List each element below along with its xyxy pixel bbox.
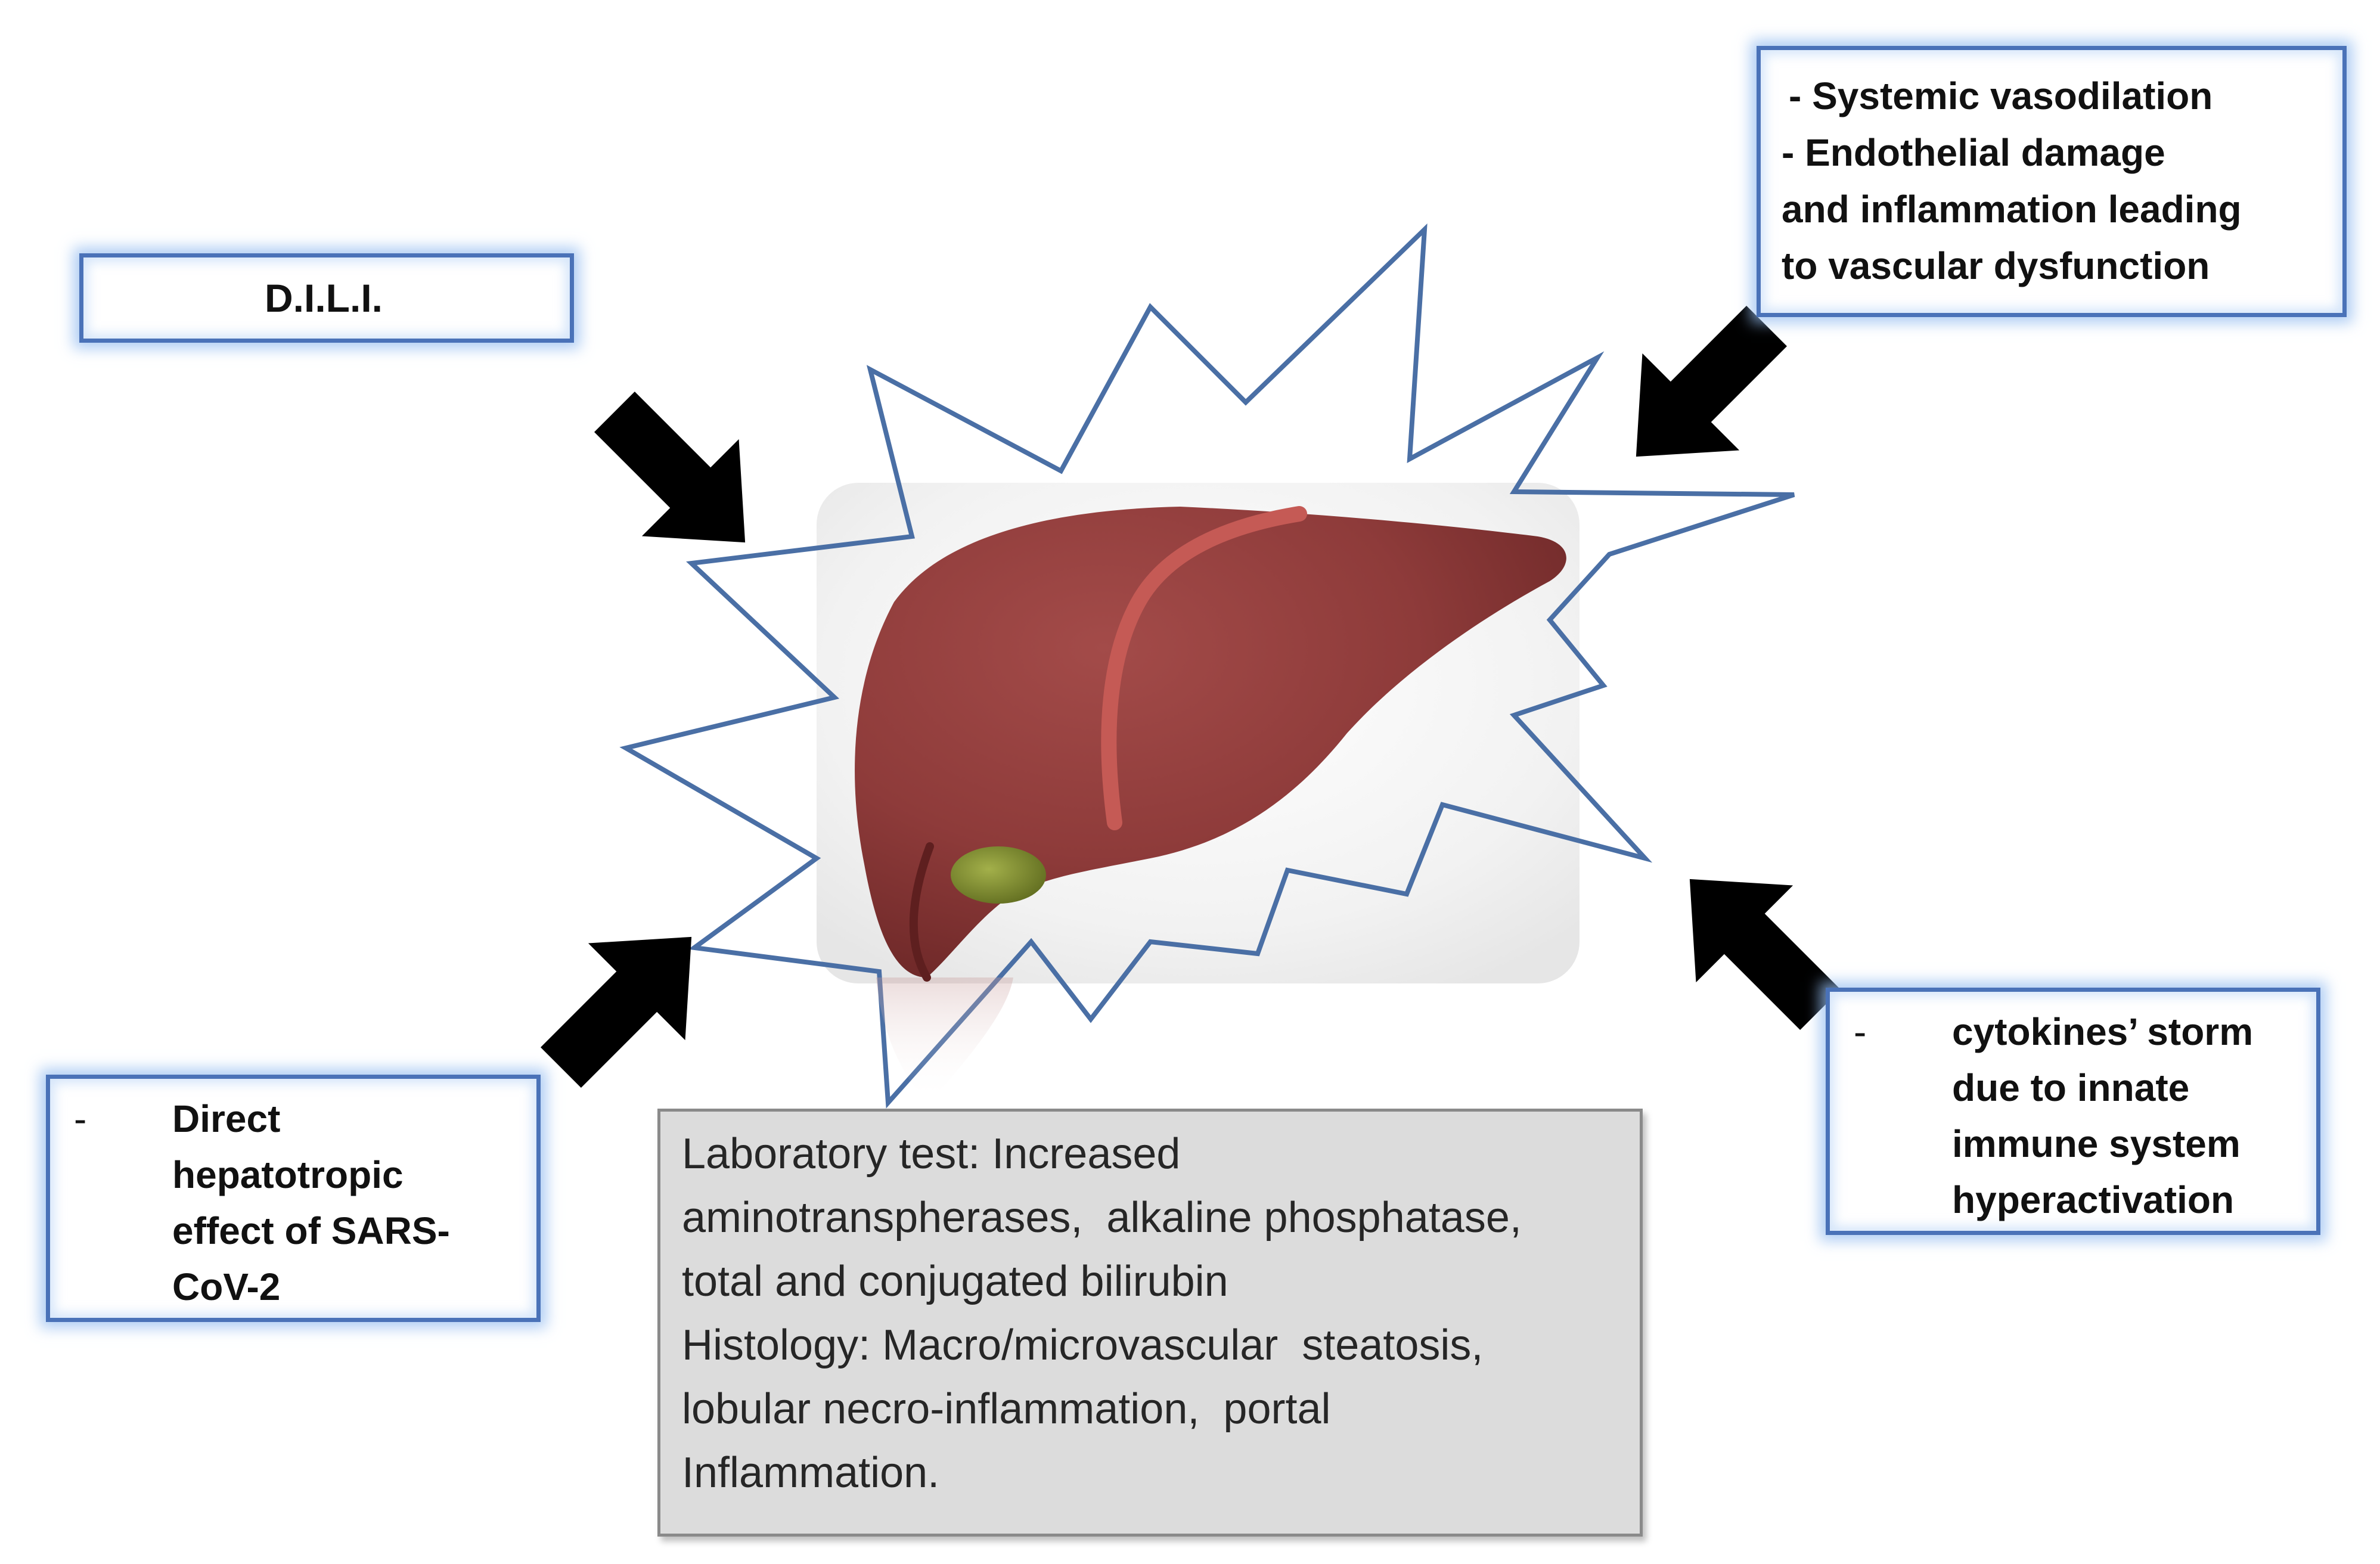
findings-box: Laboratory test: Increased aminotransphe… xyxy=(657,1109,1643,1537)
arrow-icon xyxy=(540,936,692,1088)
dili-box: D.I.L.I. xyxy=(79,253,574,343)
vascular-line-4: to vascular dysfunction xyxy=(1782,244,2210,287)
gallbladder xyxy=(951,846,1046,904)
liver-illustration xyxy=(855,506,1566,982)
arrow-icon xyxy=(1689,879,1841,1031)
cytokine-line-3: immune system xyxy=(1952,1122,2241,1165)
arrow-icon xyxy=(594,391,746,543)
cytokine-list-item: - cytokines’ storm due to innate immune … xyxy=(1854,1004,2316,1228)
cytokine-line-4: hyperactivation xyxy=(1952,1178,2235,1221)
direct-effect-box: - Direct hepatotropic effect of SARS- Co… xyxy=(46,1075,541,1322)
arrow-vascular xyxy=(1636,305,1788,457)
findings-line-1: Laboratory test: Increased xyxy=(682,1130,1181,1178)
cytokine-bullet: - xyxy=(1854,1010,1867,1053)
arrow-direct xyxy=(540,936,692,1088)
vascular-line-1: - Systemic vasodilation xyxy=(1789,75,2213,117)
direct-line-4: CoV-2 xyxy=(172,1265,281,1308)
cytokine-box: - cytokines’ storm due to innate immune … xyxy=(1826,988,2320,1235)
arrow-dili xyxy=(594,391,746,543)
vascular-line-2: - Endothelial damage xyxy=(1782,131,2165,174)
liver-inferior-edge xyxy=(909,842,934,982)
findings-line-5: lobular necro-inflammation, portal xyxy=(682,1385,1331,1433)
findings-line-4: Histology: Macro/microvascular steatosis… xyxy=(682,1321,1484,1369)
arrow-icon xyxy=(1636,305,1788,457)
vascular-line-3: and inflammation leading xyxy=(1782,188,2242,231)
direct-line-1: Direct xyxy=(172,1097,281,1140)
falciform-ligament xyxy=(1101,506,1307,830)
findings-line-2: aminotranspherases, alkaline phosphatase… xyxy=(682,1194,1522,1242)
cytokine-line-2: due to innate xyxy=(1952,1066,2190,1109)
direct-line-3: effect of SARS- xyxy=(172,1209,450,1252)
vascular-box: - Systemic vasodilation - Endothelial da… xyxy=(1757,46,2347,317)
dili-label: D.I.L.I. xyxy=(265,276,383,320)
starburst-outline xyxy=(619,223,1795,1109)
findings-line-3: total and conjugated bilirubin xyxy=(682,1258,1228,1305)
direct-line-2: hepatotropic xyxy=(172,1153,404,1196)
direct-bullet: - xyxy=(74,1097,87,1140)
cytokine-line-1: cytokines’ storm xyxy=(1952,1010,2254,1053)
findings-line-6: Inflammation. xyxy=(682,1449,940,1497)
arrow-cytokine xyxy=(1689,879,1841,1031)
direct-list-item: - Direct hepatotropic effect of SARS- Co… xyxy=(74,1091,536,1315)
liver-reflection xyxy=(876,978,1013,1103)
